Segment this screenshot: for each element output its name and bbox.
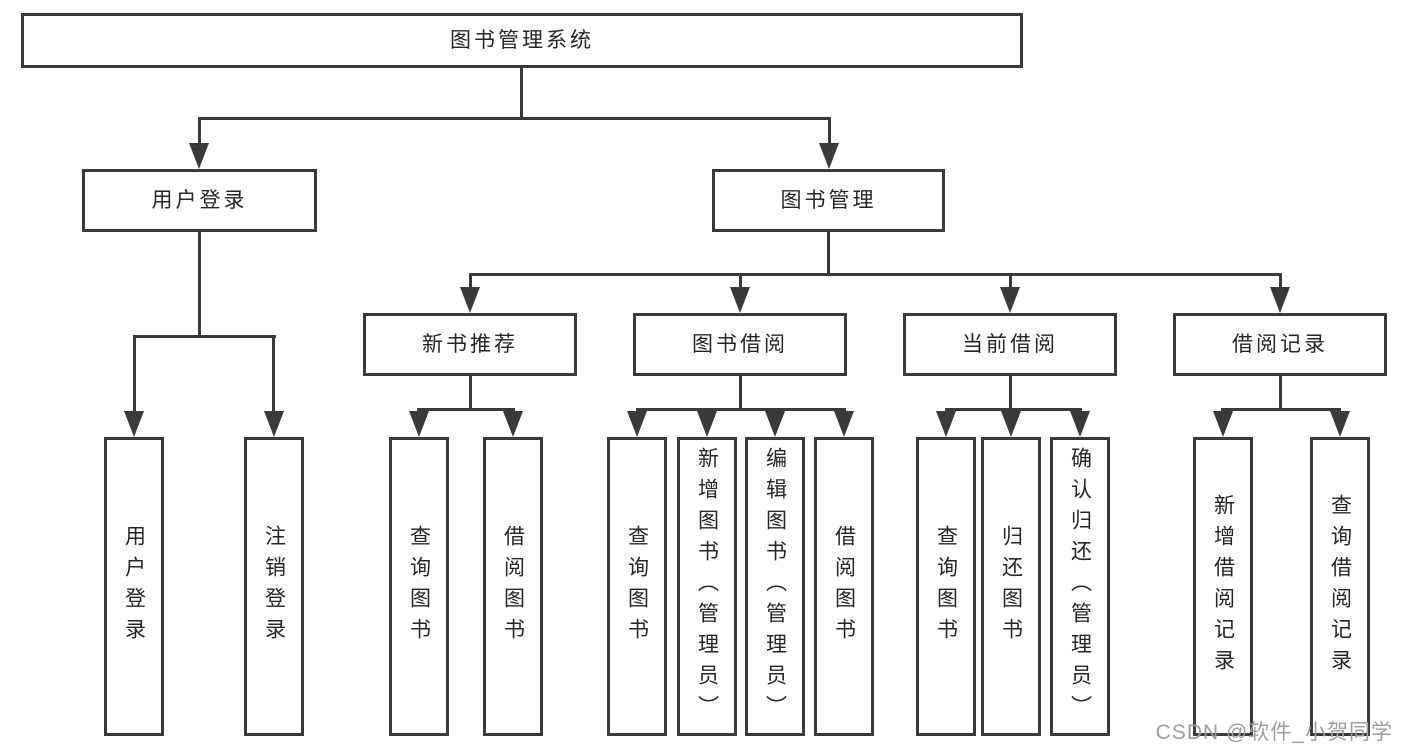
- connector-bar-new-book: [417, 408, 515, 411]
- leaf-recommend-query-books-label: 查询图书: [407, 524, 431, 649]
- leaf-borrowing-borrow-books: 借阅图书: [814, 437, 874, 736]
- connector-stem-book-borrowing: [739, 376, 742, 411]
- node-current-borrowing-label: 当前借阅: [962, 333, 1058, 356]
- arrowhead-book-management: [819, 143, 839, 169]
- arrowhead-return-books: [1001, 411, 1021, 437]
- arrowhead-recommend-borrow: [503, 411, 523, 437]
- connector-drop-leaf-user-login: [133, 338, 136, 413]
- arrowhead-leaf-user-login: [124, 411, 144, 437]
- arrowhead-confirm-return: [1070, 411, 1090, 437]
- node-book-borrowing-label: 图书借阅: [692, 333, 788, 356]
- node-book-management: 图书管理: [712, 169, 945, 232]
- leaf-user-login-label: 用户登录: [122, 524, 146, 649]
- arrowhead-current-borrowing: [1000, 287, 1020, 313]
- connector-bar-root: [198, 117, 831, 120]
- node-borrowing-records-label: 借阅记录: [1232, 333, 1328, 356]
- node-current-borrowing: 当前借阅: [903, 313, 1117, 376]
- arrowhead-borrowing-query: [627, 411, 647, 437]
- leaf-current-query-books: 查询图书: [916, 437, 976, 736]
- arrowhead-new-book: [460, 287, 480, 313]
- arrowhead-current-query: [936, 411, 956, 437]
- leaf-recommend-borrow-books: 借阅图书: [483, 437, 543, 736]
- leaf-borrowing-query-books-label: 查询图书: [625, 524, 649, 649]
- arrowhead-recommend-query: [409, 411, 429, 437]
- connector-drop-new-book: [469, 276, 472, 289]
- leaf-borrowing-query-books: 查询图书: [607, 437, 667, 736]
- leaf-edit-books-admin-label: 编辑图书（管理员）: [763, 447, 787, 726]
- leaf-confirm-return-admin: 确认归还（管理员）: [1050, 437, 1110, 736]
- connector-bar-borrowing-records: [1221, 408, 1341, 411]
- arrowhead-edit-books: [765, 411, 785, 437]
- node-root-label: 图书管理系统: [450, 29, 594, 52]
- connector-stem-borrowing-records: [1279, 376, 1282, 411]
- node-user-login-branch-label: 用户登录: [151, 189, 248, 212]
- leaf-logout-label: 注销登录: [262, 524, 286, 649]
- node-root: 图书管理系统: [21, 13, 1023, 68]
- leaf-return-books-label: 归还图书: [999, 524, 1023, 649]
- leaf-add-borrow-record-label: 新增借阅记录: [1211, 493, 1235, 680]
- leaf-edit-books-admin: 编辑图书（管理员）: [745, 437, 805, 736]
- connector-stem-root: [520, 68, 523, 120]
- connector-stem-user-login: [198, 232, 201, 338]
- arrowhead-user-login: [189, 143, 209, 169]
- connector-drop-user-login: [198, 120, 201, 145]
- node-book-management-label: 图书管理: [780, 189, 877, 212]
- connector-stem-current-borrowing: [1009, 376, 1012, 411]
- leaf-recommend-borrow-books-label: 借阅图书: [501, 524, 525, 649]
- connector-bar-user-login: [133, 335, 276, 338]
- connector-drop-current-borrowing: [1009, 276, 1012, 289]
- arrowhead-query-record: [1330, 411, 1350, 437]
- connector-drop-book-borrowing: [739, 276, 742, 289]
- connector-stem-new-book: [469, 376, 472, 411]
- arrowhead-leaf-logout: [264, 411, 284, 437]
- csdn-watermark: CSDN @软件_小贺同学: [1155, 721, 1393, 744]
- connector-bar-current-borrowing: [945, 408, 1082, 411]
- leaf-borrowing-borrow-books-label: 借阅图书: [832, 524, 856, 649]
- arrowhead-add-books: [697, 411, 717, 437]
- leaf-query-borrow-record-label: 查询借阅记录: [1328, 493, 1352, 680]
- leaf-recommend-query-books: 查询图书: [389, 437, 449, 736]
- leaf-query-borrow-record: 查询借阅记录: [1310, 437, 1370, 736]
- node-user-login-branch: 用户登录: [82, 169, 317, 232]
- connector-drop-leaf-logout: [272, 338, 275, 413]
- arrowhead-add-record: [1213, 411, 1233, 437]
- connector-stem-book-management: [827, 232, 830, 276]
- arrowhead-borrowing-records: [1270, 287, 1290, 313]
- leaf-add-borrow-record: 新增借阅记录: [1193, 437, 1253, 736]
- node-borrowing-records: 借阅记录: [1173, 313, 1387, 376]
- connector-bar-book-borrowing: [636, 408, 846, 411]
- leaf-confirm-return-admin-label: 确认归还（管理员）: [1068, 447, 1092, 726]
- connector-drop-book-management: [828, 120, 831, 145]
- leaf-return-books: 归还图书: [981, 437, 1041, 736]
- leaf-add-books-admin: 新增图书（管理员）: [677, 437, 737, 736]
- connector-bar-book-management: [469, 273, 1282, 276]
- node-book-borrowing: 图书借阅: [633, 313, 847, 376]
- arrowhead-borrowing-borrow: [834, 411, 854, 437]
- leaf-user-login: 用户登录: [104, 437, 164, 736]
- connector-drop-borrowing-records: [1279, 276, 1282, 289]
- leaf-current-query-books-label: 查询图书: [934, 524, 958, 649]
- node-new-book-recommend-label: 新书推荐: [422, 333, 518, 356]
- leaf-add-books-admin-label: 新增图书（管理员）: [695, 447, 719, 726]
- leaf-logout: 注销登录: [244, 437, 304, 736]
- arrowhead-book-borrowing: [730, 287, 750, 313]
- node-new-book-recommend: 新书推荐: [363, 313, 577, 376]
